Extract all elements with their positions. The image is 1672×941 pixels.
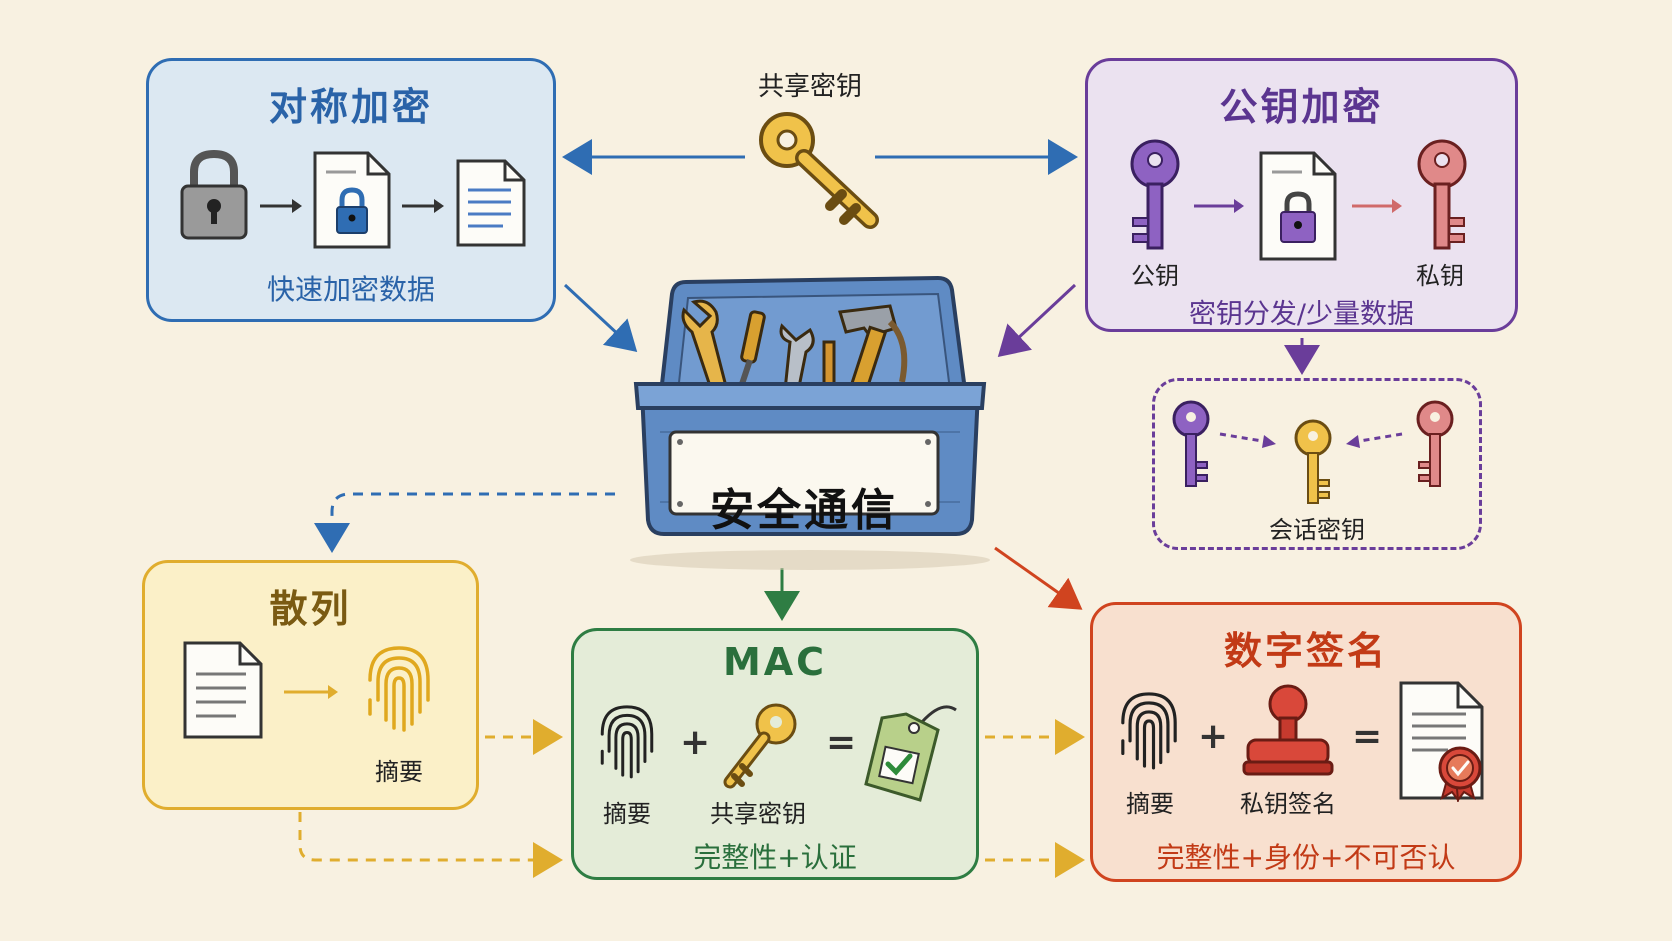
purple-key-icon [1125, 136, 1185, 252]
secure-communication-label: 安全通信 [710, 485, 898, 536]
plus-sign: + [680, 722, 711, 763]
equals-sign: = [1352, 716, 1383, 757]
signature-digest-label: 摘要 [1126, 790, 1174, 818]
arrow-icon [1352, 199, 1402, 213]
toolbox-icon [620, 272, 1000, 572]
plus-sign: + [1198, 716, 1229, 757]
signature-caption: 完整性+身份+不可否认 [1156, 841, 1456, 874]
dashed-arrow-icon [1219, 432, 1276, 448]
document-icon [455, 158, 527, 248]
locked-document-icon [312, 150, 392, 250]
locked-document-icon [1258, 150, 1338, 262]
mac-caption: 完整性+认证 [693, 841, 857, 874]
arrow-icon [402, 199, 444, 213]
fingerprint-icon [1112, 684, 1186, 776]
session-key-panel [1152, 378, 1482, 550]
golden-key-icon [752, 108, 892, 233]
mac-digest-label: 摘要 [603, 800, 651, 828]
symmetric-caption: 快速加密数据 [266, 273, 435, 306]
arrow-icon [260, 199, 302, 213]
purple-key-icon [1168, 398, 1214, 490]
digest-label: 摘要 [375, 758, 423, 786]
red-key-icon [1412, 398, 1458, 490]
fingerprint-icon [358, 640, 440, 736]
padlock-icon [178, 148, 250, 242]
public-key-title: 公钥加密 [1219, 85, 1384, 129]
shared-key-label: 共享密钥 [757, 72, 862, 102]
stamp-icon [1240, 680, 1336, 780]
fingerprint-icon [592, 696, 662, 786]
public-key-caption: 密钥分发/少量数据 [1188, 299, 1415, 330]
symmetric-title: 对称加密 [268, 85, 433, 129]
arrow-icon [1194, 199, 1244, 213]
golden-key-icon [720, 700, 800, 790]
certificate-icon [1398, 680, 1496, 802]
golden-key-icon [1288, 418, 1338, 506]
mac-title: MAC [722, 640, 828, 684]
session-key-label: 会话密钥 [1269, 516, 1365, 544]
signature-title: 数字签名 [1223, 629, 1388, 673]
checkmark-tag-icon [862, 696, 962, 806]
mac-shared-key-label: 共享密钥 [710, 800, 806, 828]
arrow-icon [284, 685, 338, 699]
private-key-label: 私钥 [1416, 262, 1464, 290]
document-icon [182, 640, 264, 740]
private-key-sign-label: 私钥签名 [1240, 790, 1336, 818]
public-key-label: 公钥 [1131, 262, 1179, 290]
hash-title: 散列 [269, 587, 352, 631]
equals-sign: = [826, 722, 857, 763]
dashed-arrow-icon [1346, 432, 1403, 448]
red-key-icon [1412, 136, 1472, 252]
